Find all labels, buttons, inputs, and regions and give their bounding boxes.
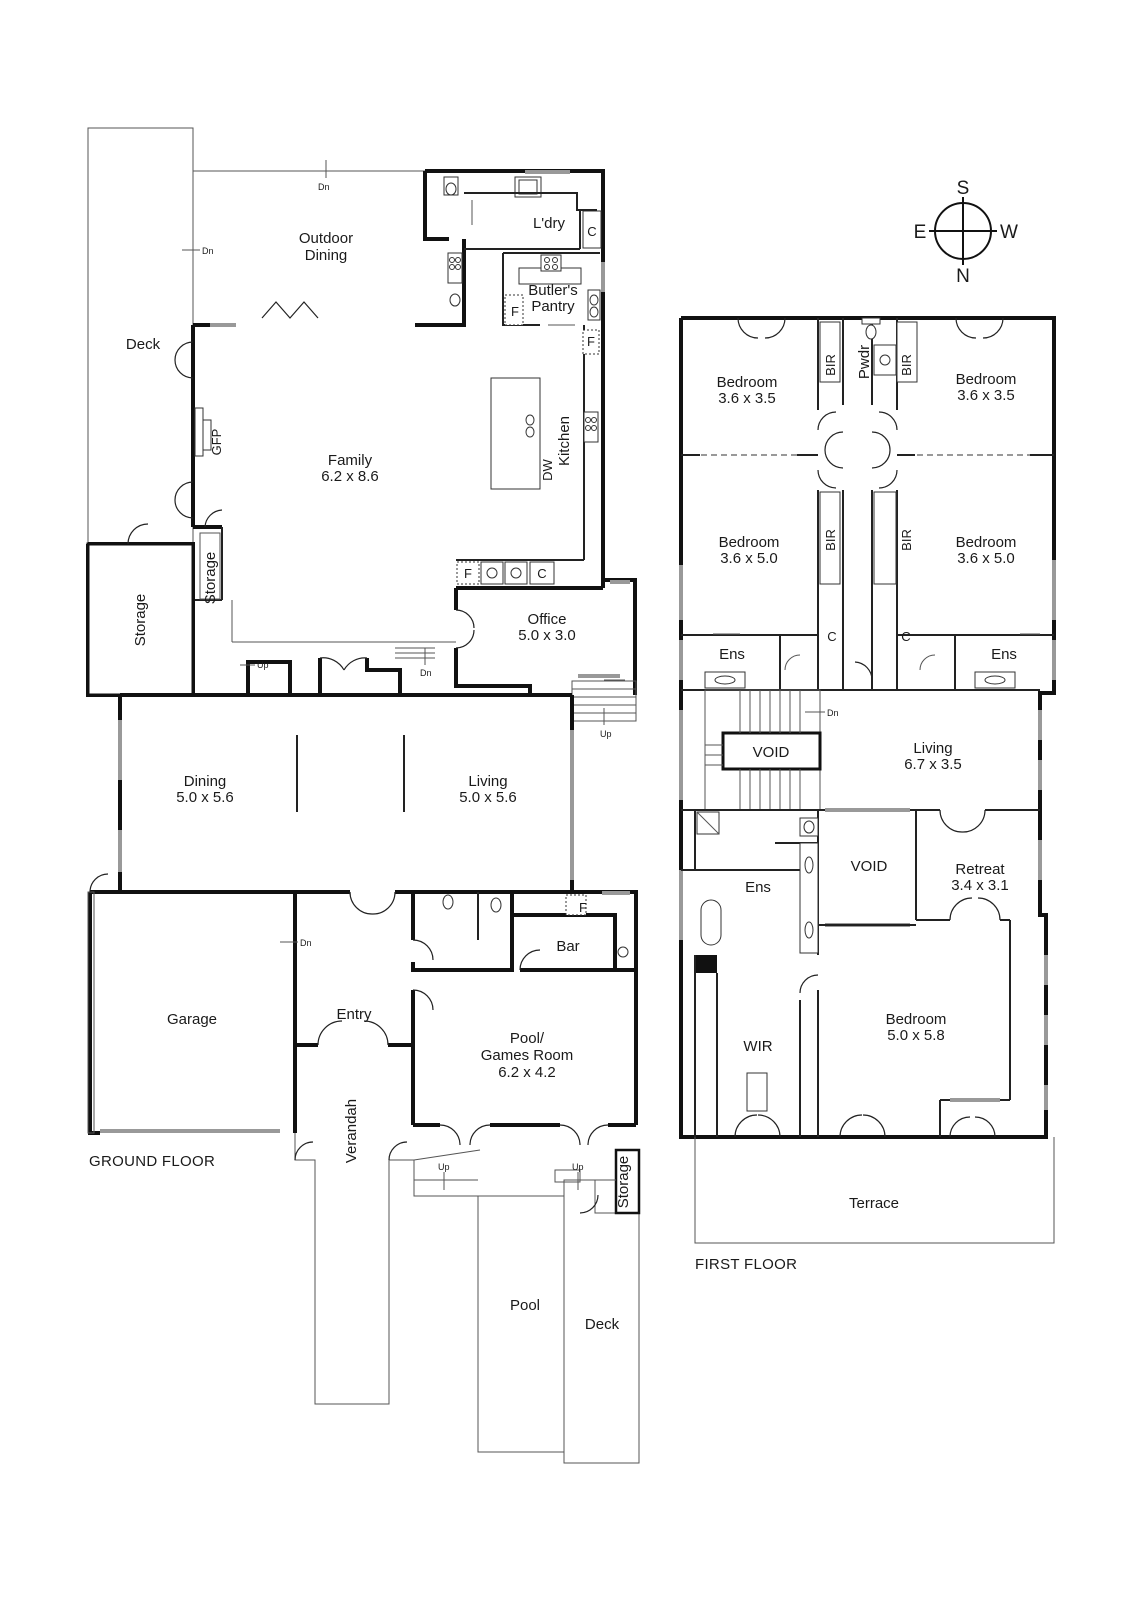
- first-floor-plan: [679, 316, 1056, 1244]
- garage-label: Garage: [167, 1011, 217, 1028]
- stair-up-4: Up: [572, 1162, 584, 1172]
- bedroom-ne-dim: 3.6 x 3.5: [957, 387, 1015, 404]
- ensuite-w-label: Ens: [719, 646, 745, 663]
- stair-dn-1: Dn: [318, 182, 330, 192]
- verandah-label: Verandah: [343, 1099, 360, 1163]
- kitchen-fridge-label: F: [587, 334, 595, 349]
- dw-label: DW: [540, 458, 555, 480]
- stair-up-3: Up: [438, 1162, 450, 1172]
- outdoor-dining-label-2: Dining: [305, 247, 348, 264]
- laundry-label: L'dry: [533, 215, 566, 232]
- compass-e: E: [914, 222, 927, 243]
- living-label: Living: [468, 773, 507, 790]
- cupboard-e-label: C: [901, 629, 910, 644]
- pwdr-label: Pwdr: [856, 345, 873, 379]
- office-label: Office: [528, 611, 567, 628]
- wir-label: WIR: [743, 1038, 772, 1055]
- ensuite-e-label: Ens: [991, 646, 1017, 663]
- living-dim: 5.0 x 5.6: [459, 789, 517, 806]
- pool-label: Pool: [510, 1297, 540, 1314]
- dining-label: Dining: [184, 773, 227, 790]
- outdoor-dining-label: Outdoor: [299, 230, 353, 247]
- family-dim: 6.2 x 8.6: [321, 468, 379, 485]
- bedroom-e-dim: 3.6 x 5.0: [957, 550, 1015, 567]
- retreat-dim: 3.4 x 3.1: [951, 877, 1009, 894]
- first-living-dim: 6.7 x 3.5: [904, 756, 962, 773]
- first-floor-title: FIRST FLOOR: [695, 1256, 797, 1273]
- bedroom-e-label: Bedroom: [956, 534, 1017, 551]
- family-label: Family: [328, 452, 373, 469]
- deck-south-label: Deck: [585, 1316, 620, 1333]
- bir-w-label: BIR: [823, 529, 838, 551]
- first-living-label: Living: [913, 740, 952, 757]
- void-stair-label: VOID: [753, 744, 790, 761]
- master-ensuite-label: Ens: [745, 879, 771, 896]
- pool-games-label-2: Games Room: [481, 1047, 574, 1064]
- compass-n: N: [956, 266, 970, 287]
- butlers-pantry-label: Butler's: [528, 282, 578, 299]
- ground-floor-plan: [86, 127, 641, 1464]
- ground-floor-title: GROUND FLOOR: [89, 1153, 215, 1170]
- storage-pool-label: Storage: [615, 1156, 632, 1209]
- bir-ne-label: BIR: [899, 354, 914, 376]
- bedroom-w-dim: 3.6 x 5.0: [720, 550, 778, 567]
- bedroom-ne-label: Bedroom: [956, 371, 1017, 388]
- pool-games-dim: 6.2 x 4.2: [498, 1064, 556, 1081]
- butlers-pantry-label-2: Pantry: [531, 298, 575, 315]
- cupboard-w-label: C: [827, 629, 836, 644]
- stair-dn-4: Dn: [300, 938, 312, 948]
- stair-up-1: Up: [257, 660, 269, 670]
- gfp-label: GFP: [209, 429, 224, 456]
- bir-e-label: BIR: [899, 529, 914, 551]
- void-label: VOID: [851, 858, 888, 875]
- stair-dn-3: Dn: [420, 668, 432, 678]
- pool-games-label: Pool/: [510, 1030, 545, 1047]
- retreat-label: Retreat: [955, 861, 1005, 878]
- stair-up-2: Up: [600, 729, 612, 739]
- compass-w: W: [1000, 222, 1018, 243]
- bir-nw-label: BIR: [823, 354, 838, 376]
- stair-dn-first: Dn: [827, 708, 839, 718]
- entry-label: Entry: [336, 1006, 372, 1023]
- office-dim: 5.0 x 3.0: [518, 627, 576, 644]
- pantry-fridge-label: F: [511, 304, 519, 319]
- master-bedroom-label: Bedroom: [886, 1011, 947, 1028]
- bedroom-nw-label: Bedroom: [717, 374, 778, 391]
- storage-small-label: Storage: [202, 552, 219, 605]
- compass-s: S: [957, 178, 970, 199]
- terrace-label: Terrace: [849, 1195, 899, 1212]
- laundry-cupboard-label: C: [587, 224, 596, 239]
- bar-label: Bar: [556, 938, 579, 955]
- storage-label: Storage: [132, 594, 149, 647]
- deck-west-label: Deck: [126, 336, 161, 353]
- bedroom-w-label: Bedroom: [719, 534, 780, 551]
- compass-rose: S W N E: [914, 178, 1018, 287]
- kitchen-label: Kitchen: [556, 416, 573, 466]
- family-fridge-label: F: [464, 566, 472, 581]
- stair-dn-2: Dn: [202, 246, 214, 256]
- bedroom-nw-dim: 3.6 x 3.5: [718, 390, 776, 407]
- bar-fridge-label: F: [579, 900, 587, 915]
- family-cupboard-label: C: [537, 566, 546, 581]
- master-bedroom-dim: 5.0 x 5.8: [887, 1027, 945, 1044]
- dining-dim: 5.0 x 5.6: [176, 789, 234, 806]
